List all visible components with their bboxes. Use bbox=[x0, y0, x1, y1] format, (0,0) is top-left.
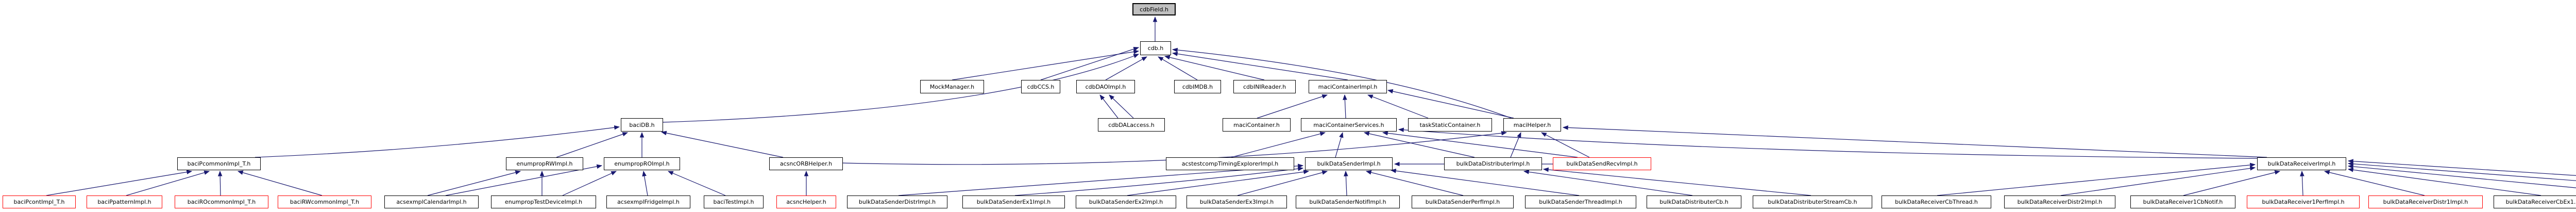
edge-cdbCCS-to-cdb bbox=[1040, 46, 1140, 80]
graph-node-bulkDataReceiver1PerfImpl[interactable]: bulkDataReceiver1PerfImpl.h bbox=[2247, 195, 2360, 208]
graph-node-cdbCCS[interactable]: cdbCCS.h bbox=[1021, 80, 1060, 93]
edge-cdbIMDB-to-cdb bbox=[1158, 56, 1198, 80]
edge-baciROcommonImpl_T-to-baciPcommonImpl_T bbox=[217, 170, 223, 196]
edge-acsexmplCalendarImpl-to-enumpropRWImpl bbox=[427, 170, 521, 196]
graph-node-bulkDataSenderEx3Impl[interactable]: bulkDataSenderEx3Impl.h bbox=[1187, 195, 1287, 208]
edge-bulkDataDistributerStreamCb-to-bulkDataDistributerImpl bbox=[1543, 167, 1811, 196]
edge-maciHelper-to-maciContainerImpl bbox=[1387, 89, 1514, 119]
graph-node-baciRWcommonImpl_T[interactable]: baciRWcommonImpl_T.h bbox=[278, 195, 371, 208]
edge-MockManager-to-cdb bbox=[952, 50, 1140, 80]
edge-bulkDataReceiverCbEx1-to-bulkDataReceiverImpl bbox=[2347, 168, 2541, 196]
graph-node-maciHelper[interactable]: maciHelper.h bbox=[1503, 118, 1561, 132]
graph-node-bulkDataReceiverCbThread[interactable]: bulkDataReceiverCbThread.h bbox=[1882, 195, 1991, 208]
edge-enumpropRWImpl-to-baciDB bbox=[556, 132, 629, 158]
graph-node-bulkDataReceiver1CbNotif[interactable]: bulkDataReceiver1CbNotif.h bbox=[2130, 195, 2235, 208]
graph-node-bulkDataReceiverImpl[interactable]: bulkDataReceiverImpl.h bbox=[2257, 157, 2346, 170]
graph-node-acstestcompTimingExplorerImpl[interactable]: acstestcompTimingExplorerImpl.h bbox=[1166, 157, 1294, 170]
graph-node-bulkDataReceiverDistr1Impl[interactable]: bulkDataReceiverDistr1Impl.h bbox=[2368, 195, 2483, 208]
edge-maciContainerImpl-to-cdb bbox=[1172, 52, 1348, 80]
edge-acsexmplFridgeImpl-to-enumpropROImpl bbox=[642, 170, 648, 196]
edge-baciDB-to-cdb bbox=[663, 54, 1140, 123]
edge-bulkDataReceiverDistr2Impl-to-bulkDataReceiverImpl bbox=[2060, 166, 2256, 196]
graph-node-baciTestImpl[interactable]: baciTestImpl.h bbox=[704, 195, 764, 208]
edge-bulkDataReceiverImpl-to-maciHelper bbox=[1562, 125, 2267, 158]
edge-bulkDataSenderEx1Impl-to-bulkDataSenderImpl bbox=[1014, 166, 1304, 196]
edge-cdbDAOImpl-to-cdb bbox=[1105, 56, 1147, 80]
edge-taskStaticContainer-to-maciContainerImpl bbox=[1367, 94, 1429, 119]
edge-bulkDataSendRecvImpl-to-maciContainerServices bbox=[1382, 131, 1578, 158]
edge-cdbINIReader-to-cdb bbox=[1164, 55, 1265, 80]
edge-maciHelper-to-cdb bbox=[1172, 47, 1512, 119]
graph-node-baciROcommonImpl_T[interactable]: baciROcommonImpl_T.h bbox=[175, 195, 268, 208]
graph-node-bulkDataSenderDistrImpl[interactable]: bulkDataSenderDistrImpl.h bbox=[847, 195, 947, 208]
graph-node-bulkDataReceiverCbEx1[interactable]: bulkDataReceiverCbEx1.h bbox=[2494, 195, 2576, 208]
graph-node-bulkDataSenderImpl[interactable]: bulkDataSenderImpl.h bbox=[1305, 157, 1393, 170]
edge-bulkDataSenderImpl-to-maciContainerServices bbox=[1335, 132, 1344, 158]
graph-node-bulkDataSendRecvImpl[interactable]: bulkDataSendRecvImpl.h bbox=[1553, 157, 1651, 170]
edge-bulkDataSenderThreadImpl-to-bulkDataSenderImpl bbox=[1390, 169, 1580, 196]
graph-node-cdbIMDB[interactable]: cdbIMDB.h bbox=[1174, 80, 1221, 93]
graph-node-cdb[interactable]: cdb.h bbox=[1140, 41, 1171, 55]
edge-bulkDataReceiverEx3Impl-to-bulkDataReceiverImpl bbox=[2347, 161, 2576, 181]
edge-bulkDataDistributerCb-to-bulkDataDistributerImpl bbox=[1523, 170, 1693, 196]
edge-cdbDALaccess-to-cdbDAOImpl bbox=[1099, 94, 1118, 119]
graph-node-baciDB[interactable]: baciDB.h bbox=[621, 118, 663, 132]
edge-acsncORBHelper-to-baciDB bbox=[660, 131, 784, 158]
graph-node-enumpropTestDeviceImpl[interactable]: enumpropTestDeviceImpl.h bbox=[491, 195, 596, 208]
graph-node-acsexmplCalendarImpl[interactable]: acsexmplCalendarImpl.h bbox=[384, 195, 479, 208]
edge-bulkDataSenderEx2Impl-to-bulkDataSenderImpl bbox=[1127, 170, 1310, 196]
graph-node-bulkDataDistributerCb[interactable]: bulkDataDistributerCb.h bbox=[1647, 195, 1741, 208]
graph-node-maciContainerImpl[interactable]: maciContainerImpl.h bbox=[1309, 80, 1387, 93]
edge-bulkDataSenderNotifImpl-to-bulkDataSenderImpl bbox=[1344, 170, 1348, 196]
edge-cdbDALaccess-to-cdbDAOImpl bbox=[1109, 94, 1134, 119]
graph-node-taskStaticContainer[interactable]: taskStaticContainer.h bbox=[1408, 118, 1492, 132]
edge-bulkDataDistributerImpl-to-maciContainerServices bbox=[1363, 131, 1475, 158]
edge-bulkDataSenderEx3Impl-to-bulkDataSenderImpl bbox=[1237, 170, 1328, 196]
edge-bulkDataDistributerImpl-to-maciHelper bbox=[1510, 132, 1521, 158]
edge-enumpropTestDeviceImpl-to-enumpropROImpl bbox=[562, 171, 617, 196]
graph-node-bulkDataDistributerImpl[interactable]: bulkDataDistributerImpl.h bbox=[1444, 157, 1542, 170]
graph-node-acsncHelper[interactable]: acsncHelper.h bbox=[776, 195, 836, 208]
edge-maciContainer-to-maciContainerImpl bbox=[1257, 94, 1328, 119]
edge-bulkDataReceiverCbNotif-to-bulkDataReceiverImpl bbox=[2347, 159, 2576, 176]
graph-node-baciPcommonImpl_T[interactable]: baciPcommonImpl_T.h bbox=[177, 157, 261, 170]
edge-acstestcompTimingExplorerImpl-to-maciContainerServices bbox=[1231, 132, 1326, 158]
edge-baciRWcommonImpl_T-to-baciPcommonImpl_T bbox=[237, 170, 323, 196]
edge-bulkDataReceiver1PerfImpl-to-bulkDataReceiverImpl bbox=[2300, 170, 2304, 196]
edge-baciPcontImpl_T-to-baciPcommonImpl_T bbox=[46, 170, 193, 196]
graph-node-cdbDALaccess[interactable]: cdbDALaccess.h bbox=[1098, 118, 1165, 132]
graph-node-enumpropRWImpl[interactable]: enumpropRWImpl.h bbox=[506, 157, 583, 170]
graph-node-bulkDataSenderThreadImpl[interactable]: bulkDataSenderThreadImpl.h bbox=[1525, 195, 1636, 208]
graph-node-baciPcontImpl_T[interactable]: baciPcontImpl_T.h bbox=[3, 195, 76, 208]
graph-node-bulkDataSenderNotifImpl[interactable]: bulkDataSenderNotifImpl.h bbox=[1296, 195, 1400, 208]
edge-bulkDataReceiver1CbNotif-to-bulkDataReceiverImpl bbox=[2183, 170, 2281, 196]
graph-node-bulkDataSenderPerfImpl[interactable]: bulkDataSenderPerfImpl.h bbox=[1412, 195, 1514, 208]
edge-bulkDataReceiverCbThread-to-bulkDataReceiverImpl bbox=[1937, 162, 2256, 196]
graph-node-bulkDataReceiverDistr2Impl[interactable]: bulkDataReceiverDistr2Impl.h bbox=[2004, 195, 2115, 208]
edge-baciTestImpl-to-enumpropROImpl bbox=[668, 171, 726, 196]
graph-node-bulkDataDistributerStreamCb[interactable]: bulkDataDistributerStreamCb.h bbox=[1753, 195, 1872, 208]
graph-node-maciContainer[interactable]: maciContainer.h bbox=[1223, 118, 1291, 132]
graph-node-cdbDAOImpl[interactable]: cdbDAOImpl.h bbox=[1076, 80, 1135, 93]
graph-node-baciPpatternImpl[interactable]: baciPpatternImpl.h bbox=[87, 195, 162, 208]
graph-node-bulkDataSenderEx2Impl[interactable]: bulkDataSenderEx2Impl.h bbox=[1076, 195, 1176, 208]
graph-node-acsncORBHelper[interactable]: acsncORBHelper.h bbox=[769, 157, 843, 170]
edge-maciContainerServices-to-maciContainerImpl bbox=[1343, 94, 1347, 119]
graph-node-MockManager[interactable]: MockManager.h bbox=[920, 80, 984, 93]
edge-acsexmplCalendarImpl-to-enumpropROImpl bbox=[445, 164, 603, 196]
graph-node-maciContainerServices[interactable]: maciContainerServices.h bbox=[1301, 118, 1397, 132]
graph-node-acsexmplFridgeImpl[interactable]: acsexmplFridgeImpl.h bbox=[606, 195, 690, 208]
edge-bulkDataSenderPerfImpl-to-bulkDataSenderImpl bbox=[1365, 170, 1464, 196]
edge-bulkDataReceiverDistr1Impl-to-bulkDataReceiverImpl bbox=[2324, 170, 2425, 196]
edge-baciPcommonImpl_T-to-baciDB bbox=[255, 125, 620, 158]
edge-bulkDataSendRecvImpl-to-maciHelper bbox=[1541, 132, 1590, 158]
edge-bulkDataReceiverImpl-to-maciContainerServices bbox=[1398, 127, 2260, 159]
graph-node-cdbINIReader[interactable]: cdbINIReader.h bbox=[1233, 80, 1296, 93]
graph-node-enumpropROImpl[interactable]: enumpropROImpl.h bbox=[604, 157, 680, 170]
graph-node-bulkDataSenderEx1Impl[interactable]: bulkDataSenderEx1Impl.h bbox=[962, 195, 1065, 208]
graph-node-cdbField: cdbField.h bbox=[1132, 3, 1176, 15]
edge-baciPpatternImpl-to-baciPcommonImpl_T bbox=[126, 170, 210, 196]
edge-bulkDataReceiverEx2Impl-to-bulkDataReceiverImpl bbox=[2347, 164, 2576, 188]
